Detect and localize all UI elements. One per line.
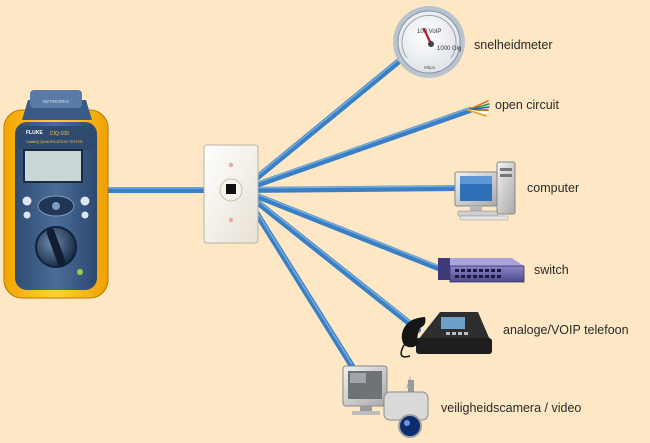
camera-label: veiligheidscamera / video — [441, 401, 582, 415]
gauge-top-text: 100 VoIP — [417, 29, 441, 35]
speedometer-gauge: 100 VoIP 1000 Gig Mbps — [393, 6, 465, 78]
cable-to-computer — [239, 185, 461, 193]
security-camera-video-icon — [342, 365, 429, 438]
cables — [101, 49, 473, 369]
cable-to-open-circuit — [239, 107, 473, 193]
rj45-port — [226, 184, 236, 194]
cable-to-speedometer — [239, 49, 413, 193]
network-switch-icon — [438, 258, 525, 283]
cable-to-phone — [239, 187, 421, 333]
tester-button-left — [22, 196, 32, 206]
phone-label: analoge/VOIP telefoon — [503, 323, 629, 337]
open-circuit-label: open circuit — [495, 98, 559, 112]
phone-icon — [400, 312, 492, 358]
wall-outlet — [203, 144, 259, 244]
tester-model: CIQ-100 — [50, 131, 69, 137]
cable-to-switch — [239, 187, 441, 271]
gauge-unit: Mbps — [424, 65, 436, 70]
speedometer-label: snelheidmeter — [474, 38, 553, 52]
computer-icon — [454, 161, 516, 221]
open-circuit-wires — [467, 100, 490, 117]
tester-brand: FLUKE — [26, 130, 43, 136]
cable-tester-device: NETWORKS FLUKE CIQ-100 CableIQ QUALIFICA… — [3, 90, 109, 299]
cable-to-camera — [239, 187, 355, 369]
gauge-right-text: 1000 Gig — [437, 46, 461, 52]
tester-button-right — [80, 196, 90, 206]
switch-label: switch — [534, 263, 569, 277]
tester-top-label: NETWORKS — [43, 99, 69, 104]
tester-screen — [23, 149, 83, 183]
tester-subtitle: CableIQ QUALIFICATION TESTER — [26, 140, 83, 144]
computer-label: computer — [527, 181, 580, 195]
